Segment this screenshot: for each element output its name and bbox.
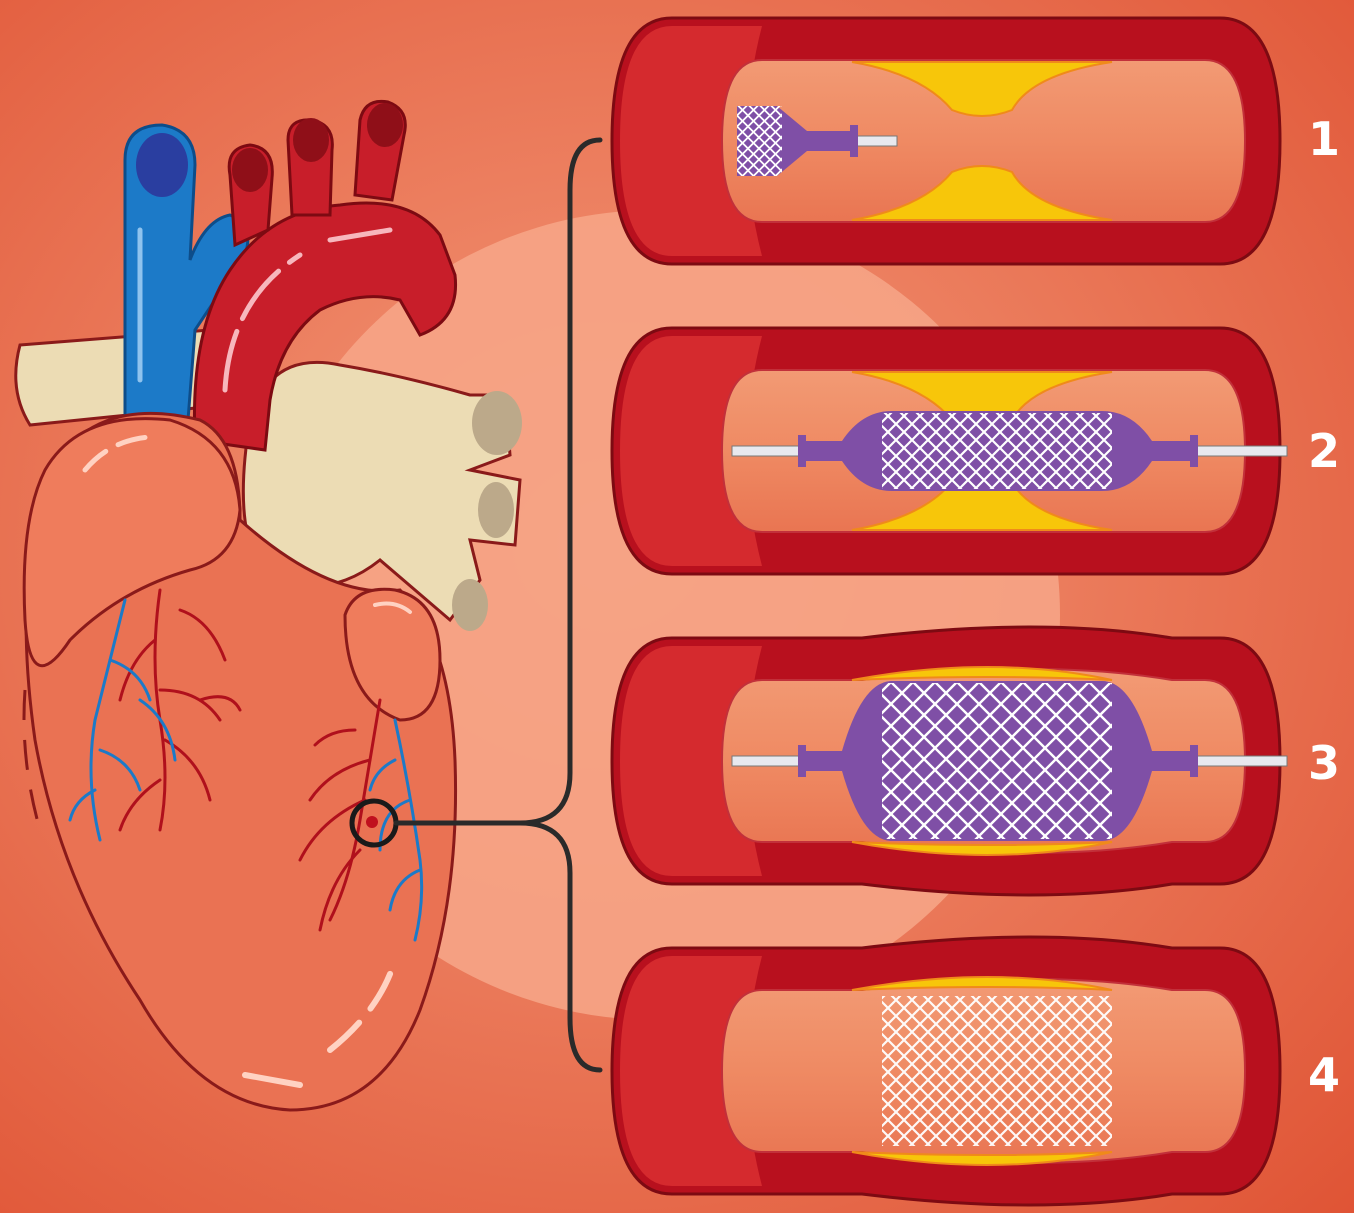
blockage-point [366, 816, 378, 828]
aorta-branch-3-opening [367, 103, 403, 147]
aorta-branch-2-opening [293, 118, 329, 162]
step-number-1: 1 [1304, 116, 1344, 162]
artery-panel-3-balloon-inflation [612, 627, 1287, 895]
stent-mesh [737, 106, 782, 176]
vena-cava-opening [136, 133, 188, 197]
aorta-branch-1-opening [232, 148, 268, 192]
catheter-hub [850, 125, 858, 157]
pulmonary-opening-1 [472, 391, 522, 455]
pulmonary-opening-2 [478, 482, 514, 538]
artery-panel-4-stent-deployed [612, 937, 1280, 1205]
stent-mesh [882, 413, 1112, 489]
step-number-2: 2 [1304, 428, 1344, 474]
pulmonary-opening-3 [452, 579, 488, 631]
artery-panel-1-catheter-insertion [612, 18, 1280, 264]
stent-mesh [882, 683, 1112, 839]
step-number-4: 4 [1304, 1052, 1344, 1098]
artery-panel-2-stent-positioning [612, 328, 1287, 574]
stent-mesh [882, 996, 1112, 1146]
step-number-3: 3 [1304, 740, 1344, 786]
